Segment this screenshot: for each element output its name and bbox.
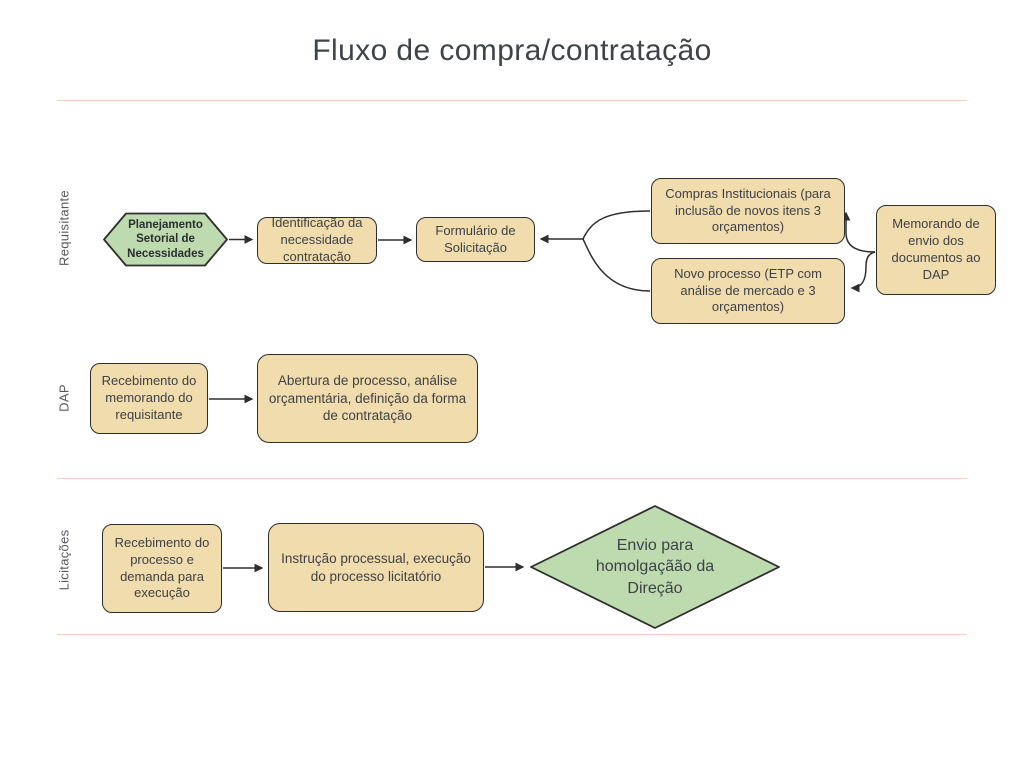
node-instrucao-processual: Instrução processual, execução do proces… <box>268 523 484 612</box>
node-memorando-envio: Memorando de envio dos documentos ao DAP <box>876 205 996 295</box>
edge-branch-novo-processo <box>582 238 651 292</box>
page-title: Fluxo de compra/contratação <box>312 34 712 67</box>
node-label: Envio para homolgaçãão da Direção <box>595 536 715 597</box>
node-label: Memorando de envio dos documentos ao DAP <box>891 216 981 282</box>
hexagon-shape <box>103 212 228 267</box>
node-label: Abertura de processo, análise orçamentár… <box>268 373 467 424</box>
node-label: Formulário de Solicitação <box>435 222 516 255</box>
node-label: Planejamento Setorial de Necessidades <box>127 218 204 260</box>
lane-label-requisitante: Requisitante <box>56 190 72 266</box>
node-recebimento-processo: Recebimento do processo e demanda para e… <box>102 524 222 613</box>
edge-memorando-compras <box>841 211 876 253</box>
edge-memorando-novo-processo <box>850 251 876 293</box>
lane-divider-middle <box>57 478 967 479</box>
node-formulario-solicitacao: Formulário de Solicitação <box>416 217 535 262</box>
node-planejamento-setorial: Planejamento Setorial de Necessidades <box>103 212 228 267</box>
node-compras-institucionais: Compras Institucionais (para inclusão de… <box>651 178 845 244</box>
node-abertura-processo: Abertura de processo, análise orçamentár… <box>257 354 478 443</box>
lane-label-licitacoes: Licitações <box>56 529 72 591</box>
node-label: Novo processo (ETP com análise de mercad… <box>674 265 822 315</box>
node-label: Compras Institucionais (para inclusão de… <box>665 185 831 235</box>
node-label: Recebimento do memorando do requisitante <box>101 373 197 422</box>
lane-label-dap: DAP <box>56 384 72 412</box>
node-envio-homologacao: Envio para homolgaçãão da Direção <box>529 504 781 630</box>
node-label: Identificação da necessidade contratação <box>271 215 363 264</box>
diamond-shape <box>530 505 780 629</box>
node-identificacao-necessidade: Identificação da necessidade contratação <box>257 215 377 264</box>
edge-branch-compras <box>582 210 651 240</box>
node-novo-processo: Novo processo (ETP com análise de mercad… <box>651 258 845 324</box>
lane-divider-bottom <box>57 634 967 635</box>
node-label: Recebimento do processo e demanda para e… <box>114 534 210 601</box>
lane-divider-top <box>57 100 967 101</box>
node-label: Instrução processual, execução do proces… <box>281 550 471 584</box>
node-recebimento-memorando: Recebimento do memorando do requisitante <box>90 363 208 434</box>
